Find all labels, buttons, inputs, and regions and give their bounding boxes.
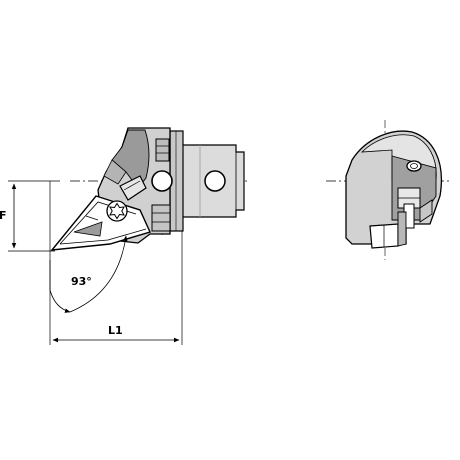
dimension-angle-label: 93° <box>71 275 92 288</box>
clamp-screw <box>155 138 170 162</box>
lower-clamp-block <box>151 204 171 232</box>
torx-screw-icon <box>106 200 128 222</box>
dimension-f-label: F <box>0 209 7 222</box>
dimension-l1: L1 <box>49 231 183 345</box>
dimension-l1-label: L1 <box>108 324 123 337</box>
clamp-wedge <box>119 175 147 201</box>
shank-hole <box>204 170 226 192</box>
dimension-f: F <box>0 180 60 252</box>
end-view <box>326 120 452 260</box>
clamp-hole <box>151 170 173 192</box>
side-view <box>49 127 250 260</box>
